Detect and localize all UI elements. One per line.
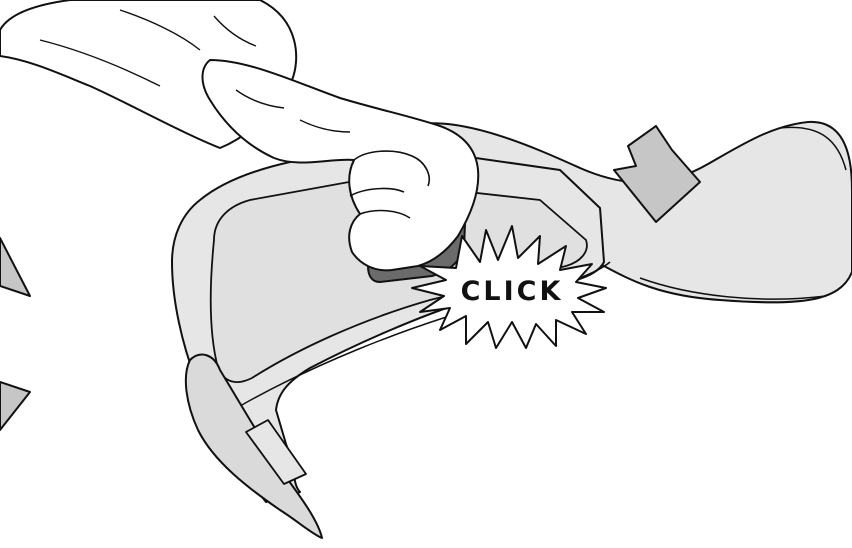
arrow-left-icon-lower [0,382,30,430]
arrow-left-icon [0,238,30,296]
left-arrow-group [0,238,30,430]
click-label: CLICK [461,276,564,307]
